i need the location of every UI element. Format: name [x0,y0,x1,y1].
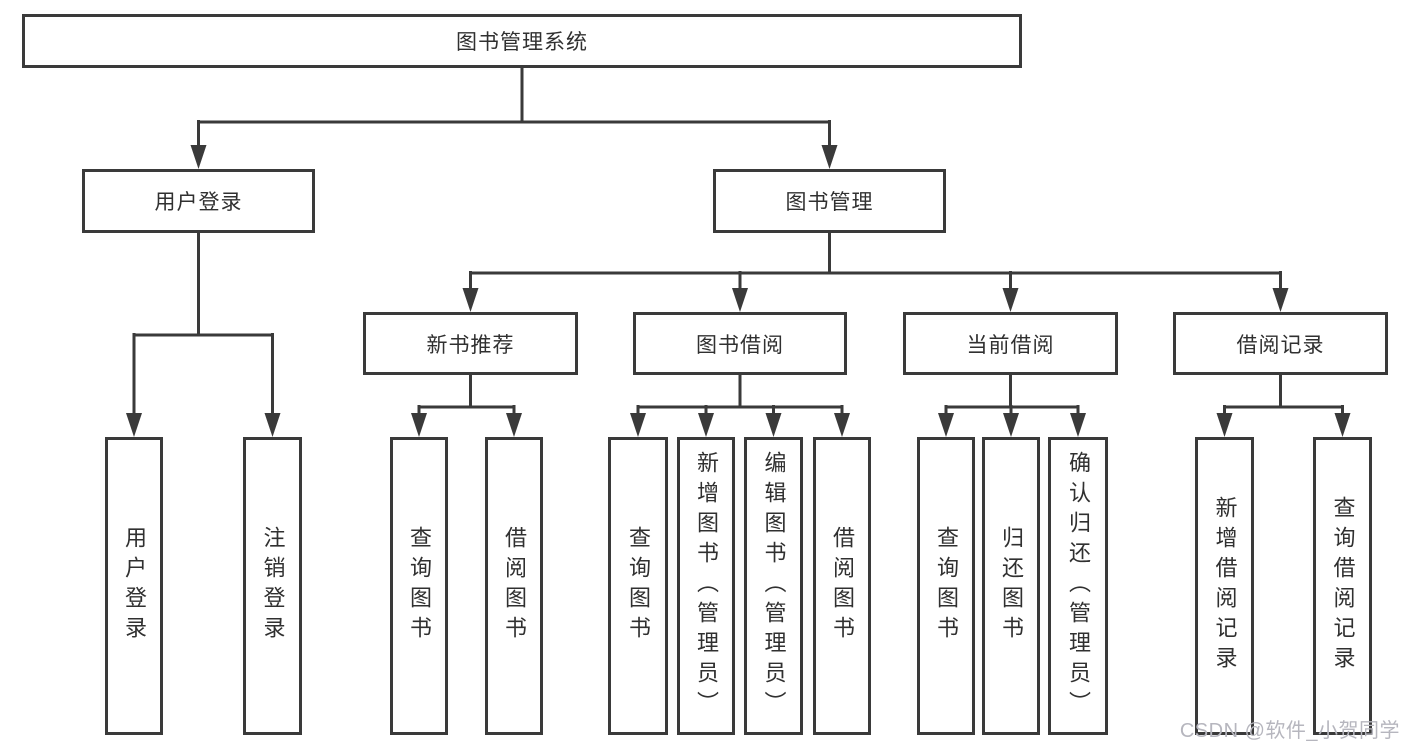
arrow-icon [190,145,207,169]
arrow-icon [126,413,142,437]
connector-book-management [469,233,1282,294]
arrow-icon [938,413,954,437]
node-label: 图书管理 [785,191,874,214]
node-book-management: 图书管理 [713,169,946,233]
node-label: 当前借阅 [966,333,1055,357]
leaf-query-books-borrow: 查询图书 [608,437,668,735]
arrow-icon [506,413,522,437]
leaf-return-books: 归还图书 [982,437,1040,735]
node-label: 图书管理系统 [456,31,588,54]
arrow-icon [1070,413,1086,437]
arrow-icon [1003,413,1019,437]
leaf-add-books-admin: 新增图书（管理员） [677,437,735,735]
node-label: 查询图书 [934,526,959,646]
leaf-borrow-books-borrow: 借阅图书 [813,437,871,735]
arrow-icon [821,145,838,169]
leaf-borrow-books-newbook: 借阅图书 [485,437,543,735]
node-label: 新增图书（管理员） [694,451,719,721]
node-label: 借阅记录 [1236,333,1325,357]
arrow-icon [462,288,479,312]
arrow-icon [1334,413,1351,437]
connector-root [197,68,831,151]
arrow-icon [411,413,427,437]
node-user-login: 用户登录 [82,169,315,233]
arrow-icon [698,413,714,437]
node-current-borrow: 当前借阅 [903,312,1118,375]
leaf-add-borrow-record: 新增借阅记录 [1195,437,1254,735]
connector-borrow-records [1223,375,1344,419]
node-borrow-records: 借阅记录 [1173,312,1388,375]
node-label: 查询借阅记录 [1330,496,1356,676]
connector-current-borrow [944,375,1080,419]
arrow-icon [834,413,850,437]
arrow-icon [765,413,782,437]
leaf-query-books-newbook: 查询图书 [390,437,448,735]
arrowheads [126,145,1351,437]
node-label: 编辑图书（管理员） [761,451,787,721]
node-book-borrow: 图书借阅 [633,312,847,375]
node-label: 查询图书 [626,526,651,646]
leaf-edit-books-admin: 编辑图书（管理员） [744,437,803,735]
leaf-confirm-return-admin: 确认归还（管理员） [1048,437,1108,735]
arrow-icon [1272,288,1289,312]
arrow-icon [1002,288,1019,312]
node-label: 借阅图书 [830,526,855,646]
node-new-book-recommend: 新书推荐 [363,312,578,375]
leaf-query-borrow-record: 查询借阅记录 [1313,437,1372,735]
node-label: 注销登录 [260,526,286,646]
node-label: 用户登录 [122,526,147,646]
node-label: 借阅图书 [502,526,527,646]
connector-book-borrow [636,375,844,419]
connector-new-book [417,375,516,419]
arrow-icon [1216,413,1233,437]
node-label: 查询图书 [407,526,432,646]
connector-user-login [132,233,274,419]
arrow-icon [630,413,646,437]
node-library-management-system: 图书管理系统 [22,14,1022,68]
arrow-icon [732,288,748,312]
leaf-user-login: 用户登录 [105,437,163,735]
node-label: 用户登录 [154,191,243,214]
node-label: 新书推荐 [426,333,515,357]
node-label: 归还图书 [999,526,1024,646]
leaf-query-books-current: 查询图书 [917,437,975,735]
arrow-icon [264,413,281,437]
node-label: 新增借阅记录 [1212,496,1238,676]
leaf-logout-login: 注销登录 [243,437,302,735]
node-label: 图书借阅 [696,333,784,357]
node-label: 确认归还（管理员） [1066,451,1091,721]
